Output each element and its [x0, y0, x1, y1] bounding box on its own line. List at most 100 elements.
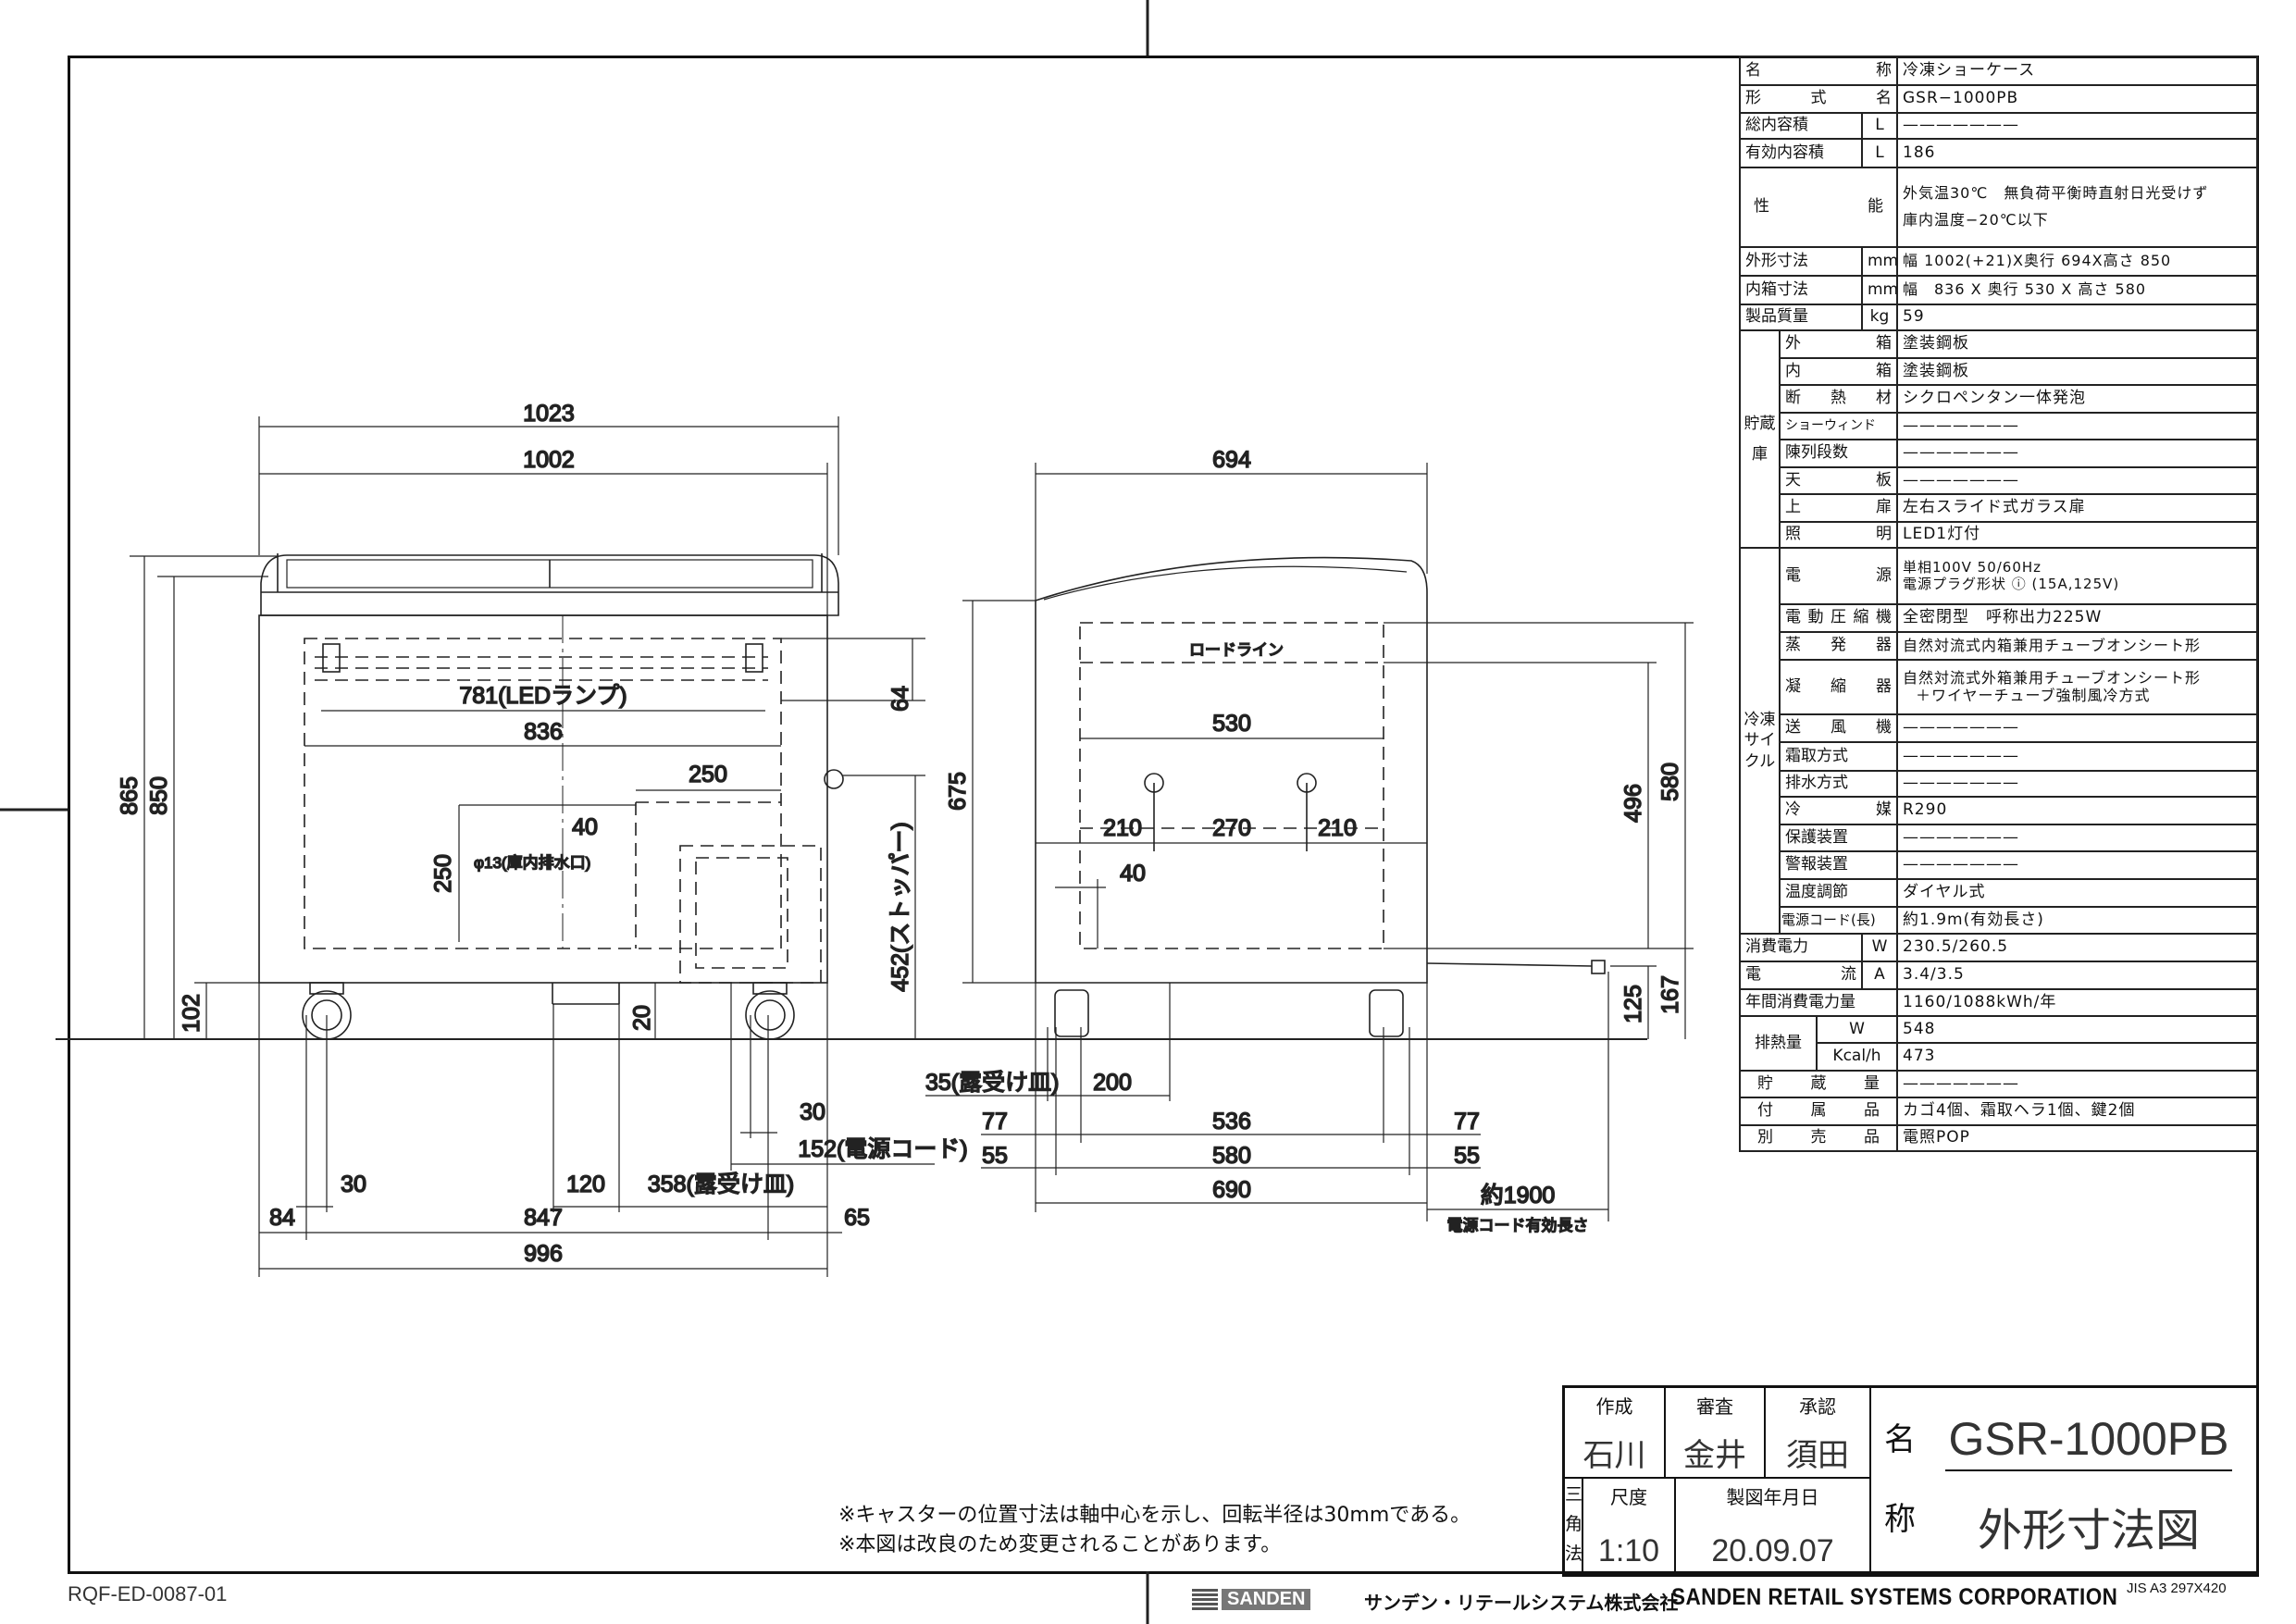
spec-value-line: 単相100V 50/60Hz [1903, 559, 2042, 576]
dim-270: 270 [1212, 815, 1251, 841]
dim-250-v: 250 [430, 854, 456, 893]
spec-value: 左右スライド式ガラス扉 [1896, 493, 2258, 523]
spec-label: 冷 媒 [1779, 796, 1898, 825]
spec-row-cycle: 保護装置——————— [1740, 824, 2258, 852]
projection-method: 三角法 [1565, 1479, 1583, 1574]
spec-label: 年間消費電力量 [1739, 988, 1898, 1017]
dim-40-front: 40 [572, 814, 598, 840]
side-caster-right [1369, 989, 1404, 1037]
spec-value: ——————— [1896, 112, 2258, 140]
spec-label: 製品質量 [1739, 304, 1863, 331]
dim-55-right: 55 [1454, 1143, 1480, 1169]
spec-label: 名 称 [1739, 56, 1898, 86]
spec-label: 性 能 [1739, 167, 1898, 248]
spec-row-storage: ショーウィンド——————— [1740, 412, 2258, 440]
spec-value: 幅 836 X 奥行 530 X 高さ 580 [1896, 275, 2258, 305]
dim-120: 120 [566, 1172, 605, 1197]
spec-value: ——————— [1896, 770, 2258, 798]
dim-675: 675 [945, 772, 971, 811]
spec-row-storage: 上 扉左右スライド式ガラス扉 [1740, 493, 2258, 523]
caster-right [745, 990, 795, 1040]
spec-value: 59 [1896, 304, 2258, 331]
spec-label: 保護装置 [1779, 824, 1898, 852]
spec-value: 548 [1896, 1015, 2258, 1044]
spec-value-line: 庫内温度−20℃以下 [1903, 211, 2049, 229]
notes: ※キャスターの位置寸法は軸中心を示し、回転半径は30mmである。 ※本図は改良の… [838, 1501, 1471, 1560]
drawing-date: 20.09.07 [1711, 1533, 1834, 1568]
sanden-logo-text: SANDEN [1222, 1588, 1311, 1610]
spec-value: 自然対流式内箱兼用チューブオンシート形 [1896, 631, 2258, 661]
spec-row-cycle: 温度調節ダイヤル式 [1740, 878, 2258, 908]
dim-536: 536 [1212, 1109, 1251, 1134]
spec-label: 別 売 品 [1739, 1124, 1898, 1152]
machine-compartment [679, 845, 822, 984]
spec-label: 消費電力 [1739, 933, 1863, 962]
spec-row-cycle: 送 風 機——————— [1740, 713, 2258, 743]
created-cell: 作成石川 [1565, 1388, 1666, 1479]
dim-40-side: 40 [1120, 861, 1146, 886]
spec-label: 総内容積 [1739, 112, 1863, 140]
dim-496: 496 [1620, 784, 1646, 823]
dim-30-right: 30 [800, 1099, 825, 1125]
dim-65: 65 [844, 1205, 870, 1231]
sanden-logo: SANDEN [1192, 1588, 1311, 1610]
drawing-title: 外形寸法図 [1977, 1505, 2200, 1556]
spec-unit: kg [1861, 304, 1898, 331]
scale-value: 1:10 [1597, 1533, 1660, 1568]
spec-value: カゴ4個、霜取ヘラ1個、鍵2個 [1896, 1097, 2258, 1126]
spec-unit: Kcal/h [1816, 1042, 1898, 1072]
side-inner-box [1079, 622, 1384, 949]
spec-value-line: 自然対流式外箱兼用チューブオンシート形 [1903, 669, 2202, 688]
spec-value: 186 [1896, 138, 2258, 168]
spec-row-storage: 内 箱塗装鋼板 [1740, 357, 2258, 386]
spec-label: 内 箱 [1779, 357, 1898, 386]
spec-value: 1160/1088kWh/年 [1896, 988, 2258, 1017]
dim-690: 690 [1212, 1177, 1251, 1203]
spec-label: ショーウィンド [1779, 412, 1898, 440]
spec-row-storage: 天 板——————— [1740, 466, 2258, 495]
spec-row-cycle: 電源コード(長)約1.9m(有効長さ) [1740, 906, 2258, 935]
spec-unit: A [1861, 961, 1898, 990]
dim-850: 850 [146, 776, 172, 815]
spec-group-cycle: 冷凍サイクル [1739, 547, 1781, 935]
spec-row-cycle: 電動圧縮機全密閉型 呼称出力225W [1740, 603, 2258, 633]
approved-cell: 承認須田 [1766, 1388, 1871, 1479]
checked-cell: 審査金井 [1666, 1388, 1766, 1479]
dim-210-right: 210 [1318, 815, 1357, 841]
spec-value: 塗装鋼板 [1896, 357, 2258, 386]
spec-label: 断 熱 材 [1779, 384, 1898, 414]
spec-label: 送 風 機 [1779, 713, 1898, 743]
spec-value-line: 電源プラグ形状 ⓘ (15A,125V) [1903, 575, 2120, 592]
spec-value: 3.4/3.5 [1896, 961, 2258, 990]
spec-label: 凝 縮 器 [1779, 659, 1898, 715]
approved-by: 須田 [1786, 1438, 1849, 1473]
spec-unit: L [1861, 112, 1898, 140]
spec-value: LED1灯付 [1896, 521, 2258, 549]
dim-1900-cord: 約1900 [1481, 1183, 1556, 1209]
dim-847: 847 [524, 1205, 563, 1231]
front-lid [260, 554, 839, 616]
spec-label: 電源コード(長) [1779, 906, 1898, 935]
spec-row-cycle: 蒸 発 器自然対流式内箱兼用チューブオンシート形 [1740, 631, 2258, 661]
dim-358-drip-tray: 358(露受け皿) [648, 1172, 794, 1197]
spec-label: 上 扉 [1779, 493, 1898, 523]
spec-value: ——————— [1896, 824, 2258, 852]
name-label-2: 称 [1884, 1501, 1916, 1538]
dim-152-cord: 152(電源コード) [798, 1136, 967, 1162]
spec-label: 温度調節 [1779, 878, 1898, 908]
drain-label: φ13(庫内排水口) [474, 854, 590, 872]
dim-996: 996 [524, 1241, 563, 1267]
spec-label: 天 板 [1779, 466, 1898, 495]
dim-125: 125 [1620, 985, 1646, 1023]
spec-label: 内箱寸法 [1739, 275, 1863, 305]
dim-20: 20 [629, 1005, 655, 1031]
